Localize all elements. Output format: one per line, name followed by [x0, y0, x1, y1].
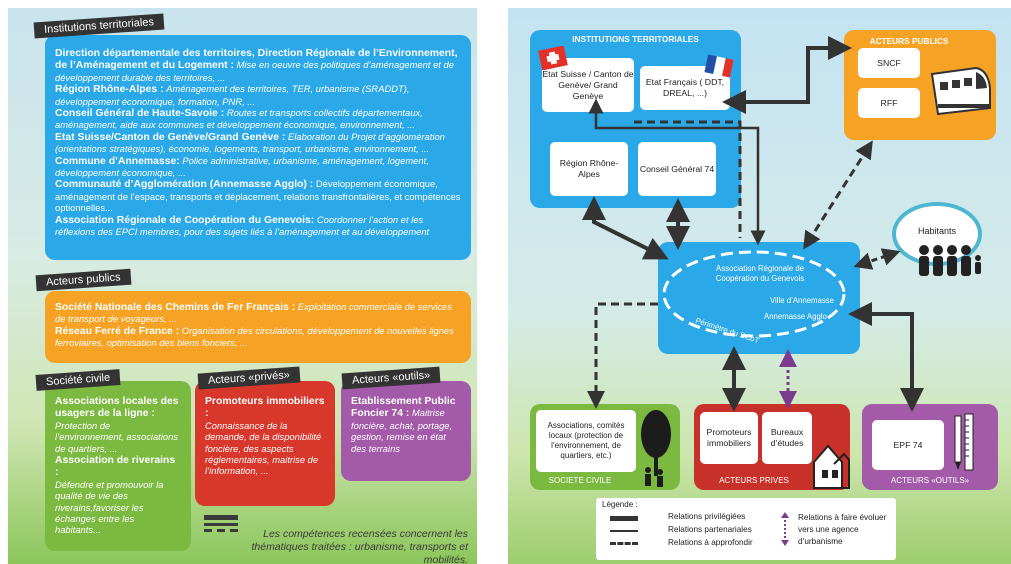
- legend-item: Relations à approfondir: [668, 538, 753, 547]
- arc-label: Association Régionale de Coopération du …: [715, 264, 805, 283]
- relations-diagram: [582, 36, 924, 412]
- institutions-title: INSTITUTIONS TERRITORIALES: [572, 34, 699, 44]
- legend: Légende : Relations privilégiées Relatio…: [596, 498, 896, 560]
- footnote: Les compétences recensées concernent les…: [251, 528, 468, 564]
- acteurs-outils-entry: Etablissement Public Foncier 74 : Maitri…: [351, 396, 456, 454]
- institutions-entry: Direction départementale des territoires…: [55, 48, 458, 83]
- link-center-outils: [848, 302, 924, 412]
- institutions-entry: Conseil Général de Haute-Savoie : Routes…: [55, 107, 423, 131]
- link-region-center: [582, 196, 669, 260]
- institutions-entry: Etat Suisse/Canton de Genève/Grand Genèv…: [55, 130, 445, 155]
- legend-evolve: Relations à faire évoluer vers une agenc…: [798, 513, 887, 546]
- societe-civile-entry: Associations locales des usagers de la l…: [55, 396, 179, 454]
- promoteurs-box: Promoteurs immobiliers: [700, 412, 758, 464]
- habitants-bubble: [892, 202, 982, 266]
- link-suisse-center: [588, 98, 766, 246]
- link-institutions-publics: [722, 36, 852, 114]
- people-icon: [919, 245, 981, 276]
- institutions-entry: Association Régionale de Coopération du …: [55, 213, 430, 238]
- link-center-publics: [803, 140, 873, 250]
- legend-line-partner: [610, 530, 638, 532]
- habitants-label: Habitants: [917, 226, 957, 236]
- sncf-box: SNCF: [858, 48, 920, 78]
- societe-civile-label: SOCIETE CIVILE: [548, 476, 612, 485]
- right-panel: INSTITUTIONS TERRITORIALES Etat Suisse /…: [508, 8, 1011, 564]
- acteurs-publics-tag: Acteurs publics: [35, 268, 132, 292]
- link-center-habitants: [853, 248, 901, 270]
- bureaux-box: Bureaux d’études: [762, 412, 812, 464]
- institutions-entry: Commune d’Annemasse: Police administrati…: [55, 154, 429, 179]
- scot-perimeter: [662, 250, 846, 338]
- pencil-ruler-icon: [954, 413, 974, 471]
- swiss-flag-icon: [538, 46, 568, 70]
- institutions-box: Direction départementale des territoires…: [45, 35, 471, 260]
- house-icon: [813, 444, 850, 489]
- legend-title: Légende :: [602, 500, 638, 509]
- acteurs-publics-title: ACTEURS PUBLICS: [869, 36, 949, 46]
- societe-civile-entry: Association de riverains :Défendre et pr…: [55, 455, 176, 536]
- societe-civile-box: Associations locales des usagers de la l…: [45, 381, 191, 551]
- institutions-entry: Région Rhône-Alpes : Aménagement des ter…: [55, 83, 410, 107]
- left-panel: Direction départementale des territoires…: [8, 8, 477, 564]
- agglo-label: Annemasse Agglo: [764, 312, 827, 321]
- ville-label: Ville d’Annemasse: [770, 296, 835, 305]
- acteurs-outils-box: Etablissement Public Foncier 74 : Maitri…: [341, 381, 471, 481]
- link-francais-center: [634, 120, 742, 238]
- acteurs-publics-box: Société Nationale des Chemins de Fer Fra…: [45, 291, 471, 363]
- acteurs-publics-entry: Réseau Ferré de France : Organisation de…: [55, 324, 454, 349]
- tree-icon: [641, 410, 671, 487]
- legend-item: Relations privilégiées: [668, 512, 746, 521]
- lines-icon: [204, 515, 238, 532]
- acteurs-prives-box: Promoteurs immobiliers :Connaissance de …: [195, 381, 335, 506]
- acteurs-prives-label: ACTEURS PRIVES: [719, 476, 789, 485]
- link-center-societe: [587, 302, 658, 409]
- rff-box: RFF: [858, 88, 920, 118]
- legend-dotted-arrow-icon: [781, 512, 789, 546]
- train-icon: [930, 66, 991, 116]
- associations-box: Associations, comités locaux (protection…: [536, 410, 636, 472]
- legend-line-dashed: [610, 542, 638, 545]
- acteurs-prives-entry: Promoteurs immobiliers :Connaissance de …: [205, 396, 325, 477]
- acteurs-publics-entry: Société Nationale des Chemins de Fer Fra…: [55, 301, 453, 325]
- legend-item: Relations partenariales: [668, 525, 752, 534]
- institutions-entry: Communauté d’Agglomération (Annemasse Ag…: [55, 178, 461, 214]
- acteurs-outils-label: ACTEURS «OUTILS»: [890, 476, 970, 485]
- epf-box: EPF 74: [872, 420, 944, 470]
- legend-line-privileged: [610, 516, 638, 521]
